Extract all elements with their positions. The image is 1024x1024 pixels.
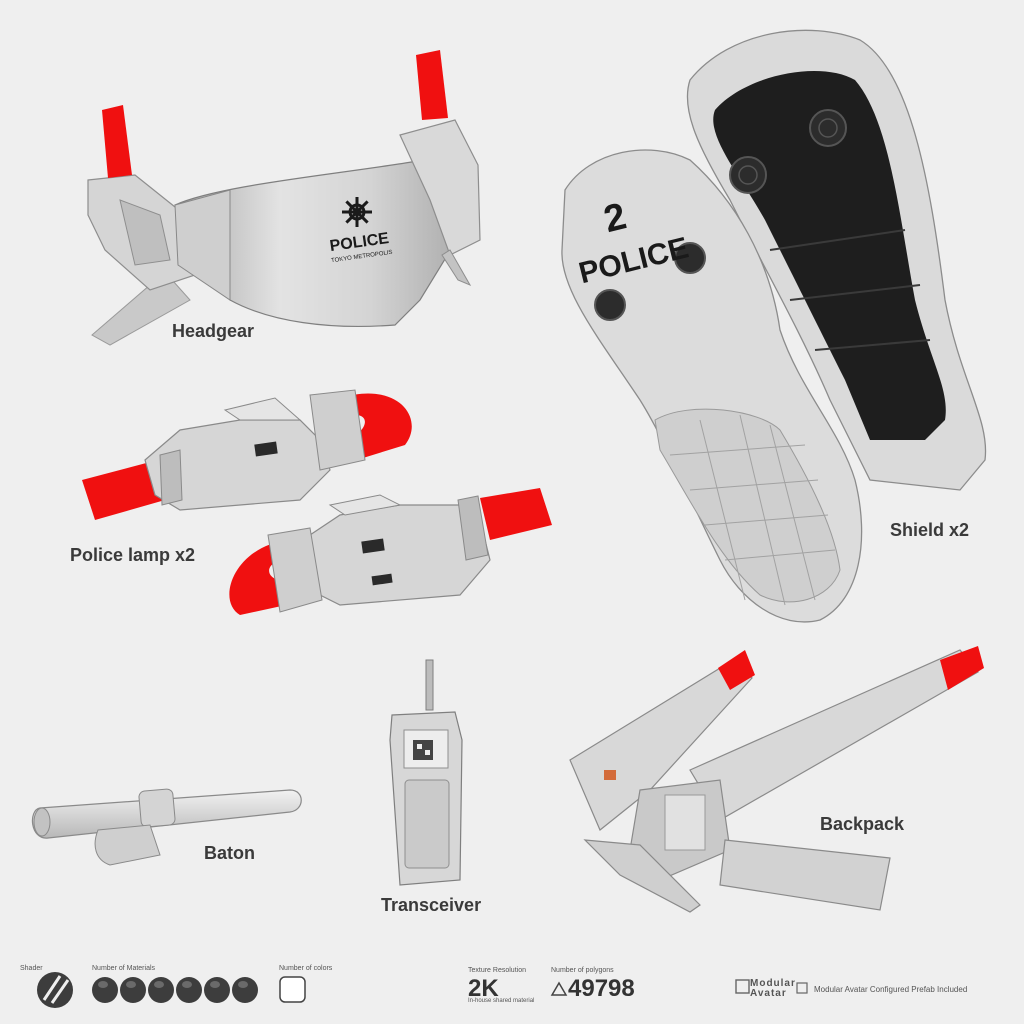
texture-label: Texture Resolution	[468, 967, 526, 974]
material-sphere-icon	[92, 977, 118, 1003]
texture-note: In-house shared material	[468, 998, 535, 1004]
colors-label: Number of colors	[279, 965, 333, 972]
shield-label: Shield x2	[890, 520, 970, 540]
baton-model	[31, 788, 302, 866]
backpack-label: Backpack	[820, 814, 905, 834]
polygons-value: 49798	[568, 975, 635, 1002]
shader-icon	[37, 972, 73, 1008]
material-sphere-icon	[176, 977, 202, 1003]
polygons-label: Number of polygons	[551, 967, 614, 974]
baton-label: Baton	[204, 843, 255, 863]
headgear-model	[87, 50, 481, 346]
material-sphere-icon	[204, 977, 230, 1003]
texture-value: 2K	[468, 975, 499, 1002]
materials-label: Number of Materials	[92, 965, 156, 972]
material-sphere-icon	[148, 977, 174, 1003]
police-lamp-lower-model	[229, 488, 552, 615]
transceiver-label: Transceiver	[381, 895, 482, 915]
modular-avatar-logo-icon	[735, 979, 808, 994]
transceiver-model	[389, 659, 463, 886]
shader-label: Shader	[20, 965, 43, 972]
ma-logo-bottom: Avatar	[750, 988, 787, 999]
ma-note: Modular Avatar Configured Prefab Include…	[814, 985, 968, 994]
headgear-label: Headgear	[172, 321, 255, 341]
triangle-icon	[550, 981, 568, 996]
material-sphere-icon	[232, 977, 258, 1003]
shield-front-model	[561, 149, 863, 623]
material-sphere-icon	[120, 977, 146, 1003]
police-lamp-upper-model	[82, 389, 412, 520]
ma-logo-top: Modular	[750, 978, 796, 989]
police-lamp-label: Police lamp x2	[70, 545, 196, 565]
shield-back-model	[686, 29, 987, 491]
backpack-model	[569, 646, 984, 913]
color-swatch-icon	[279, 976, 306, 1003]
